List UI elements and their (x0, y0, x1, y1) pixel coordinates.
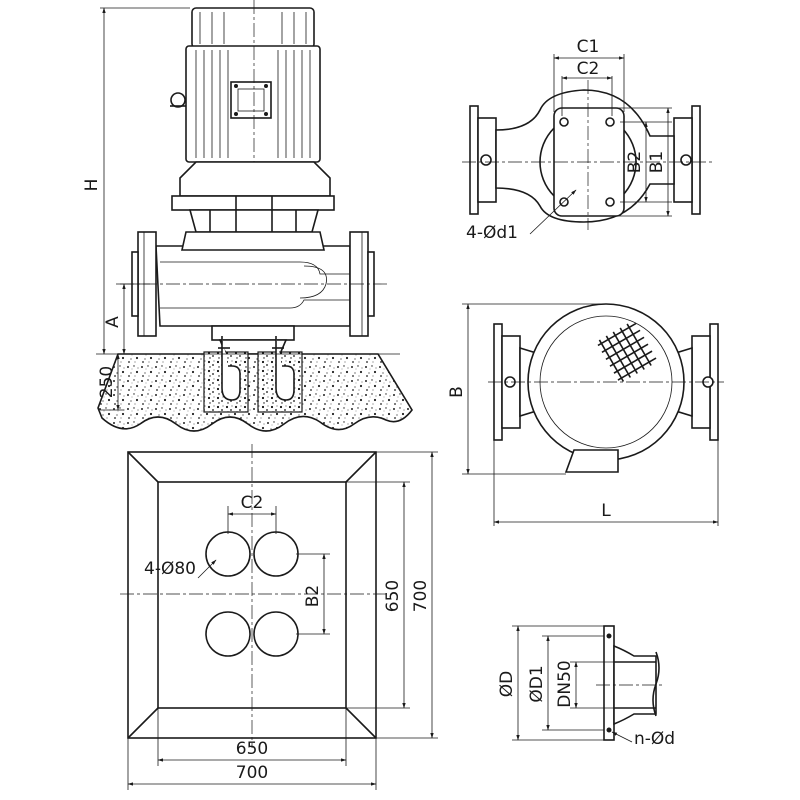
dimension-h: H (82, 7, 190, 355)
dimension-a: A (103, 283, 150, 355)
plan-c2-label: C2 (241, 493, 264, 513)
plan-holes-label: 4-Ø80 (144, 559, 196, 579)
dimension-foundation-depth: 250 (97, 353, 124, 411)
flange-dn-label: DN50 (555, 660, 575, 707)
top-c1-label: C1 (577, 37, 600, 57)
anchor-holes (205, 531, 299, 657)
pump-bracket (171, 161, 335, 233)
flange-bolt-label: n-Ød (634, 729, 675, 749)
side-view: B L (447, 303, 724, 526)
dimension-250-label: 250 (97, 366, 117, 398)
side-l-label: L (601, 501, 611, 521)
plan-outer-width-label: 700 (236, 763, 268, 783)
side-b-label: B (447, 386, 467, 398)
concrete-foundation (96, 336, 413, 432)
elevation-view: H A 250 (82, 0, 413, 432)
top-view: C1 C2 B2 B1 4-Ød1 (462, 37, 712, 243)
plan-inner-width-label: 650 (236, 739, 268, 759)
top-b1-label: B1 (647, 151, 667, 173)
plan-b2-label: B2 (303, 585, 323, 607)
flange-d1-label: ØD1 (527, 665, 547, 702)
top-b2-label: B2 (625, 151, 645, 173)
dimension-a-label: A (103, 316, 123, 328)
plan-inner-height-label: 650 (383, 580, 403, 612)
top-c2-label: C2 (577, 59, 600, 79)
dimension-h-label: H (82, 179, 102, 192)
pump-casing (155, 231, 351, 355)
foundation-plan: C2 4-Ø80 B2 650 700 650 700 (120, 444, 438, 790)
top-bolt-holes-label: 4-Ød1 (466, 223, 518, 243)
flange-od-label: ØD (497, 671, 517, 697)
cable-grid-icon (597, 322, 657, 382)
flange-detail: ØD ØD1 DN50 n-Ød (497, 625, 675, 749)
plan-outer-height-label: 700 (411, 580, 431, 612)
